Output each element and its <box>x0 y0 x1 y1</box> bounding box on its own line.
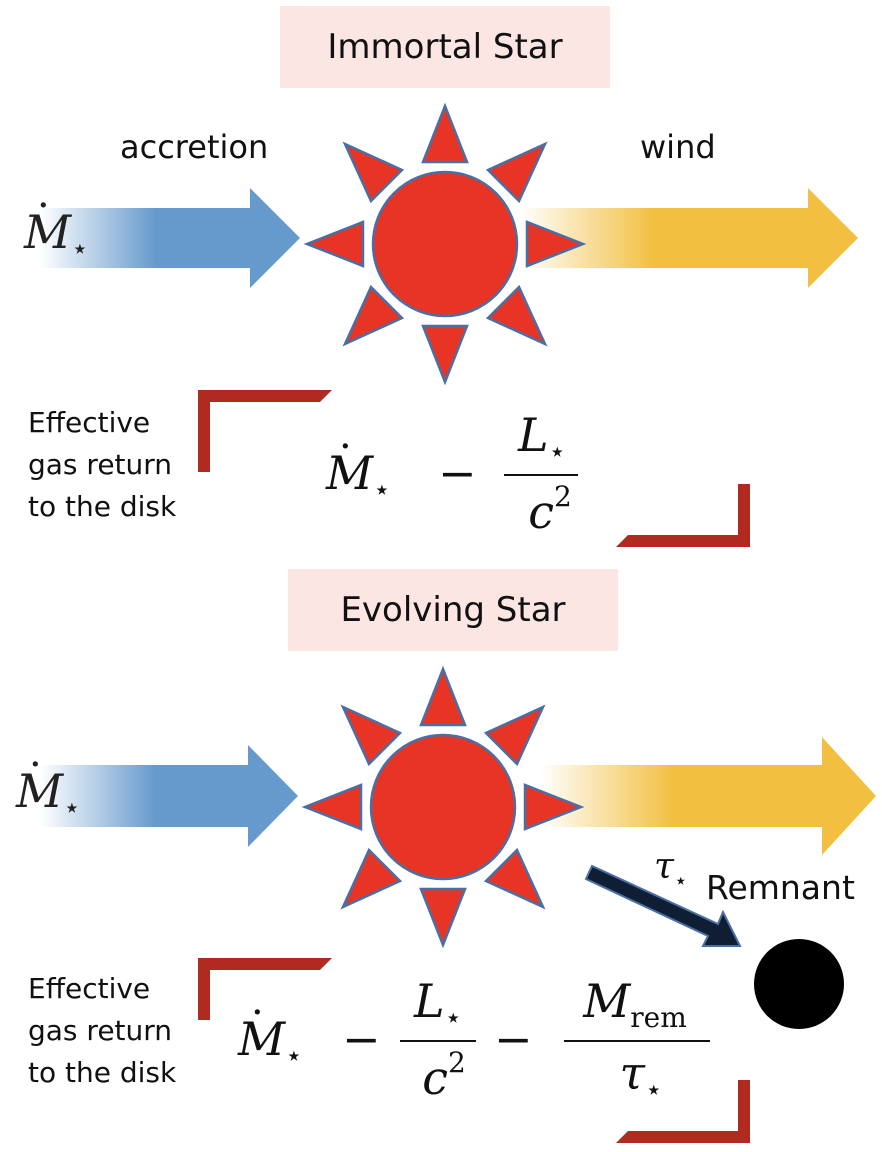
bracket-bottom-right <box>616 484 750 547</box>
sun-icon <box>303 102 587 386</box>
bracket-bottom-right <box>616 1080 750 1143</box>
bracket-top-left <box>198 390 332 472</box>
decay-arrow <box>584 864 742 947</box>
side-text: Effective gas return to the disk <box>28 972 177 1089</box>
formula: · M ⋆ − L⋆ c2 <box>326 408 596 542</box>
wind-arrow <box>540 737 876 855</box>
formula: · M ⋆ − L⋆ c2 − Mrem τ⋆ <box>238 974 718 1114</box>
panel-title: Immortal Star <box>280 6 610 88</box>
accretion-arrow <box>40 188 300 288</box>
accretion-label: accretion <box>120 128 269 166</box>
side-text: Effective gas return to the disk <box>28 406 177 523</box>
bracket-top-left <box>198 958 332 1020</box>
accretion-arrow <box>40 745 298 847</box>
mdot-label: · M ⋆ <box>24 183 89 265</box>
tau-label: τ⋆ <box>654 846 688 894</box>
wind-label: wind <box>640 128 716 166</box>
remnant-label: Remnant <box>706 868 855 907</box>
remnant-dot <box>754 939 844 1029</box>
panel-title: Evolving Star <box>288 569 618 651</box>
mdot-label: · M ⋆ <box>16 742 81 824</box>
sun-icon <box>301 665 585 949</box>
wind-arrow <box>520 188 858 288</box>
